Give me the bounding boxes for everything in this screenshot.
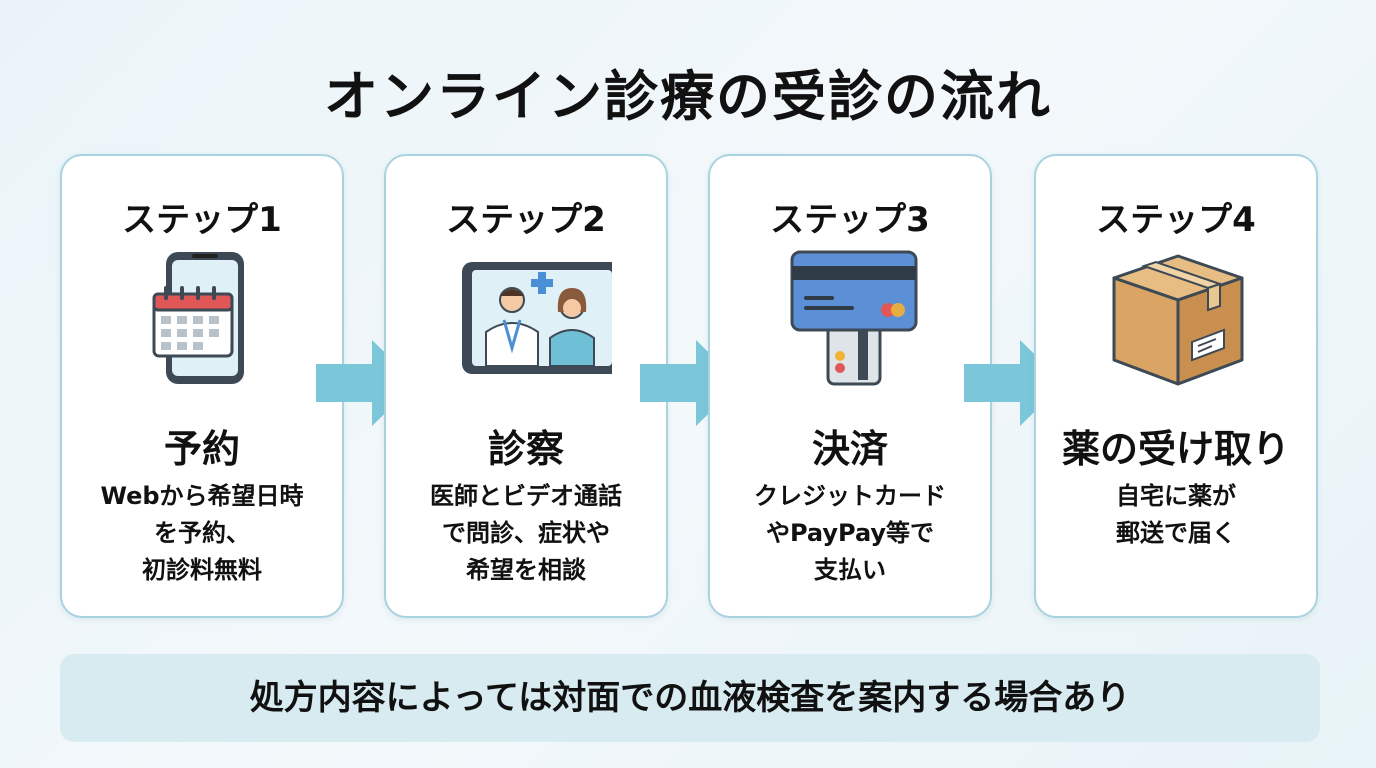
step-description: 自宅に薬が郵送で届く: [1116, 482, 1236, 547]
step-description: 医師とビデオ通話で問診、症状や希望を相談: [430, 482, 622, 584]
step-label: ステップ3: [770, 200, 930, 240]
step-name: 決済: [811, 427, 888, 471]
step-card-2: ステップ2 診察 医師とビデオ通話で問診、症状や希望を相談: [384, 154, 668, 618]
step-description: Webから希望日時を予約、初診料無料: [100, 482, 304, 584]
step-card-1: ステップ1 予約 Webから希望日時を予約、初診料無料: [60, 154, 344, 618]
smartphone-calendar-icon: [152, 252, 244, 384]
step-card-3: ステップ3 決済 クレジットカードやPayPay等で支払い: [708, 154, 992, 618]
package-box-icon: [1112, 254, 1244, 386]
step-description: クレジットカードやPayPay等で支払い: [754, 482, 946, 584]
step-label: ステップ4: [1096, 200, 1256, 240]
step-name: 予約: [163, 427, 240, 471]
step-name: 薬の受け取り: [1061, 427, 1290, 471]
step-name: 診察: [487, 427, 564, 471]
page-title: オンライン診療の受診の流れ: [324, 65, 1052, 128]
step-label: ステップ1: [122, 200, 282, 240]
step-label: ステップ2: [446, 200, 606, 240]
step-card-4: ステップ4 薬の受け取り 自宅に薬が郵送で届く: [1034, 154, 1318, 618]
video-call-doctor-icon: [462, 262, 612, 374]
note-banner: 処方内容によっては対面での血液検査を案内する場合あり: [60, 654, 1320, 742]
credit-card-icon: [790, 250, 918, 386]
